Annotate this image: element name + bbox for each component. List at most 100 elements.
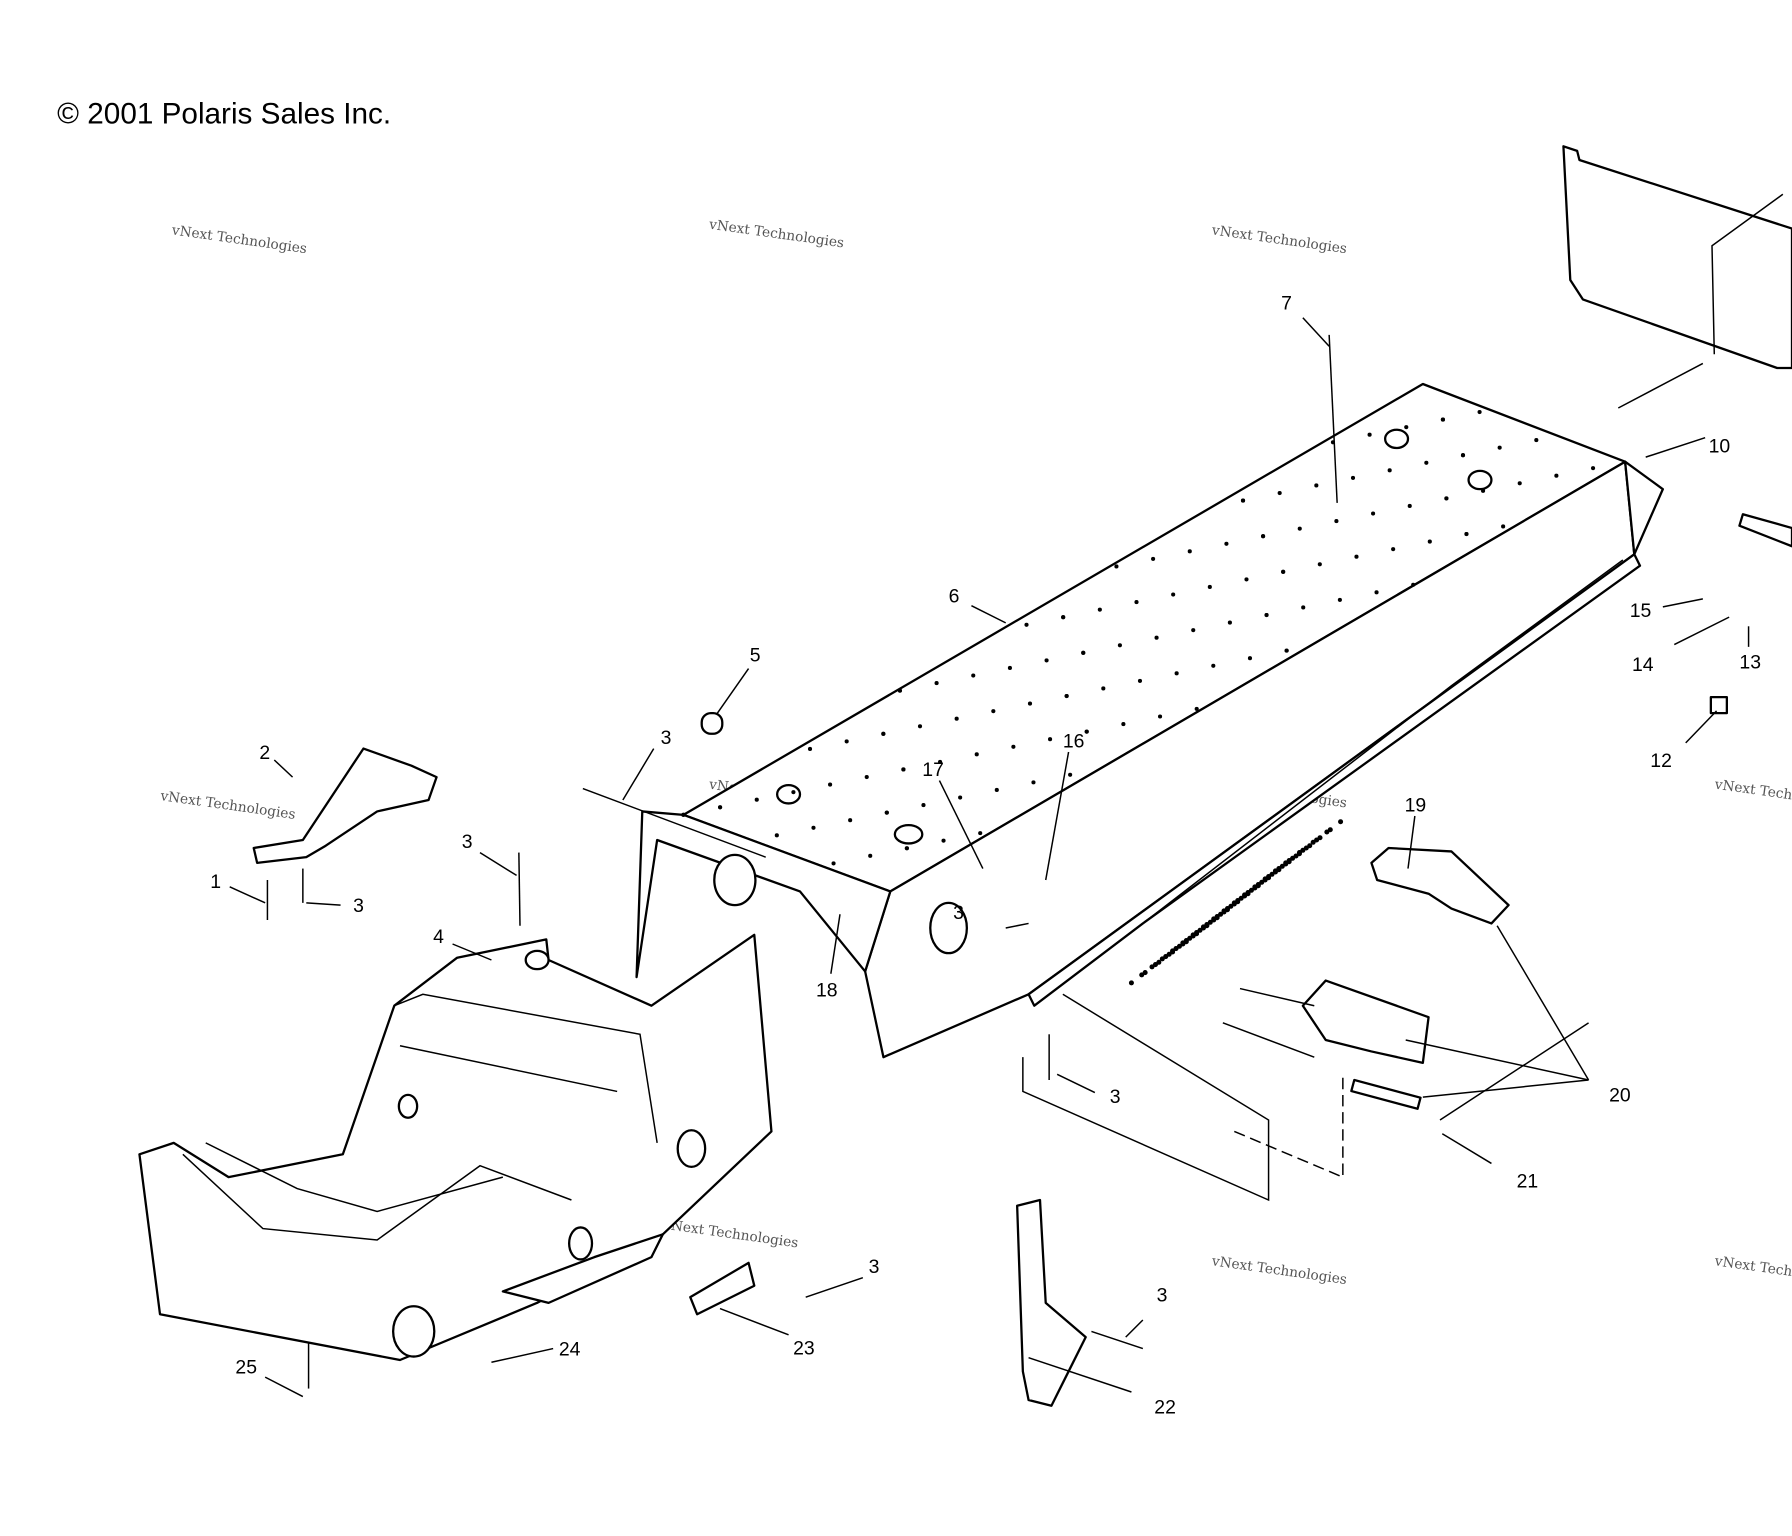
vent-hole [1327,827,1333,833]
callout-3: 3 [661,727,672,749]
rivet-hole [1227,620,1232,625]
rivet-hole [848,818,853,823]
vent-hole [1317,835,1323,841]
rivet-hole [921,803,926,808]
watermark: vNext Technologies [1713,777,1792,812]
rivet-hole [971,673,976,678]
rivet-hole [974,752,979,757]
rivet-hole [1464,531,1469,537]
callout-3: 3 [1157,1285,1168,1307]
watermark: vNext Technologies [1713,1253,1792,1288]
vent-hole [1235,899,1241,905]
watermark: vNext Technologies [1210,222,1348,257]
rivet-hole [681,812,686,817]
rivet-hole [1211,663,1216,668]
callout-24: 24 [559,1338,581,1360]
rivet-hole [1171,592,1176,597]
rivet-hole [868,853,873,858]
rivet-hole [1048,737,1053,742]
rivet-hole [828,782,833,787]
rivet-hole [1554,473,1559,478]
callout-4: 4 [433,926,444,948]
callout-12: 12 [1650,750,1672,772]
rivet-hole [1031,780,1036,785]
callout-7: 7 [1281,293,1292,315]
callout-14: 14 [1632,654,1654,676]
rivet-hole [1497,445,1502,450]
rivet-hole [1354,554,1359,559]
callout-3: 3 [1110,1086,1121,1108]
watermark: vNext Technologies [1210,1253,1348,1288]
rivet-hole [934,681,939,686]
rivet-hole [1404,425,1409,430]
rivet-hole [1081,650,1086,655]
part-20-rod [1439,1022,1589,1121]
rivet-hole [958,795,963,800]
rivet-hole [1424,460,1429,465]
watermark: vNext Technologies [170,222,308,257]
part-19-block [1370,846,1510,925]
vent-hole [1296,851,1302,857]
vent-hole [1245,891,1251,897]
part-2-bracket [252,747,438,864]
rivet-hole [1460,453,1466,458]
rivet-hole [1350,475,1356,480]
leader-lines [229,317,1750,1398]
rivet-hole [1407,503,1412,509]
rivet-hole [1011,744,1016,749]
vent-hole [1276,867,1282,873]
rivet-hole [1024,622,1029,627]
vent-hole [1194,931,1200,937]
callout-16: 16 [1063,730,1085,752]
rivet-hole [1277,490,1282,496]
callout-23: 23 [793,1337,815,1359]
callout-2: 2 [259,742,270,764]
rivet-hole [844,739,849,744]
rivet-hole [1137,678,1143,683]
rivet-hole [1444,496,1449,501]
rivet-hole [1194,706,1199,711]
rivet-hole [1477,409,1482,415]
rivet-hole [978,831,983,836]
rivet-hole [994,787,999,792]
callout-5: 5 [750,645,761,667]
vent-hole [1224,907,1230,913]
rivet-hole [1481,488,1486,493]
rivet-hole [941,838,946,843]
rivet-hole [1387,468,1392,473]
rivet-hole [1590,466,1596,471]
rivet-hole [774,833,779,838]
rivet-hole [831,861,836,866]
callout-20: 20 [1609,1085,1631,1107]
rivet-hole [901,767,906,772]
rivet-hole [1101,686,1106,691]
callout-18: 18 [816,980,838,1002]
rivet-hole [1440,417,1445,422]
vent-hole [1128,980,1134,986]
rivet-hole [1187,549,1192,554]
rivet-hole [1517,481,1522,486]
rivet-hole [1007,665,1012,671]
callout-1: 1 [210,871,221,893]
rivet-hole [1284,648,1289,653]
rivet-hole [754,797,759,802]
rivet-hole [807,746,813,752]
rivet-hole [1501,524,1506,529]
rivet-hole [1157,714,1163,719]
part-4-front-frame [138,933,773,1362]
callout-15: 15 [1630,600,1652,622]
rivet-hole [1314,483,1319,488]
callout-3: 3 [462,831,473,853]
rivet-hole [1301,605,1306,610]
part-23-bracket [689,1261,756,1316]
rivet-hole [864,774,869,780]
rivet-hole [718,805,723,810]
callout-22: 22 [1154,1397,1176,1419]
rivet-hole [1374,590,1379,595]
vent-hole [1183,939,1189,945]
callout-3: 3 [869,1256,880,1278]
callout-21: 21 [1517,1170,1539,1192]
part-22-bracket [1016,1198,1087,1407]
rivet-hole [938,759,943,764]
